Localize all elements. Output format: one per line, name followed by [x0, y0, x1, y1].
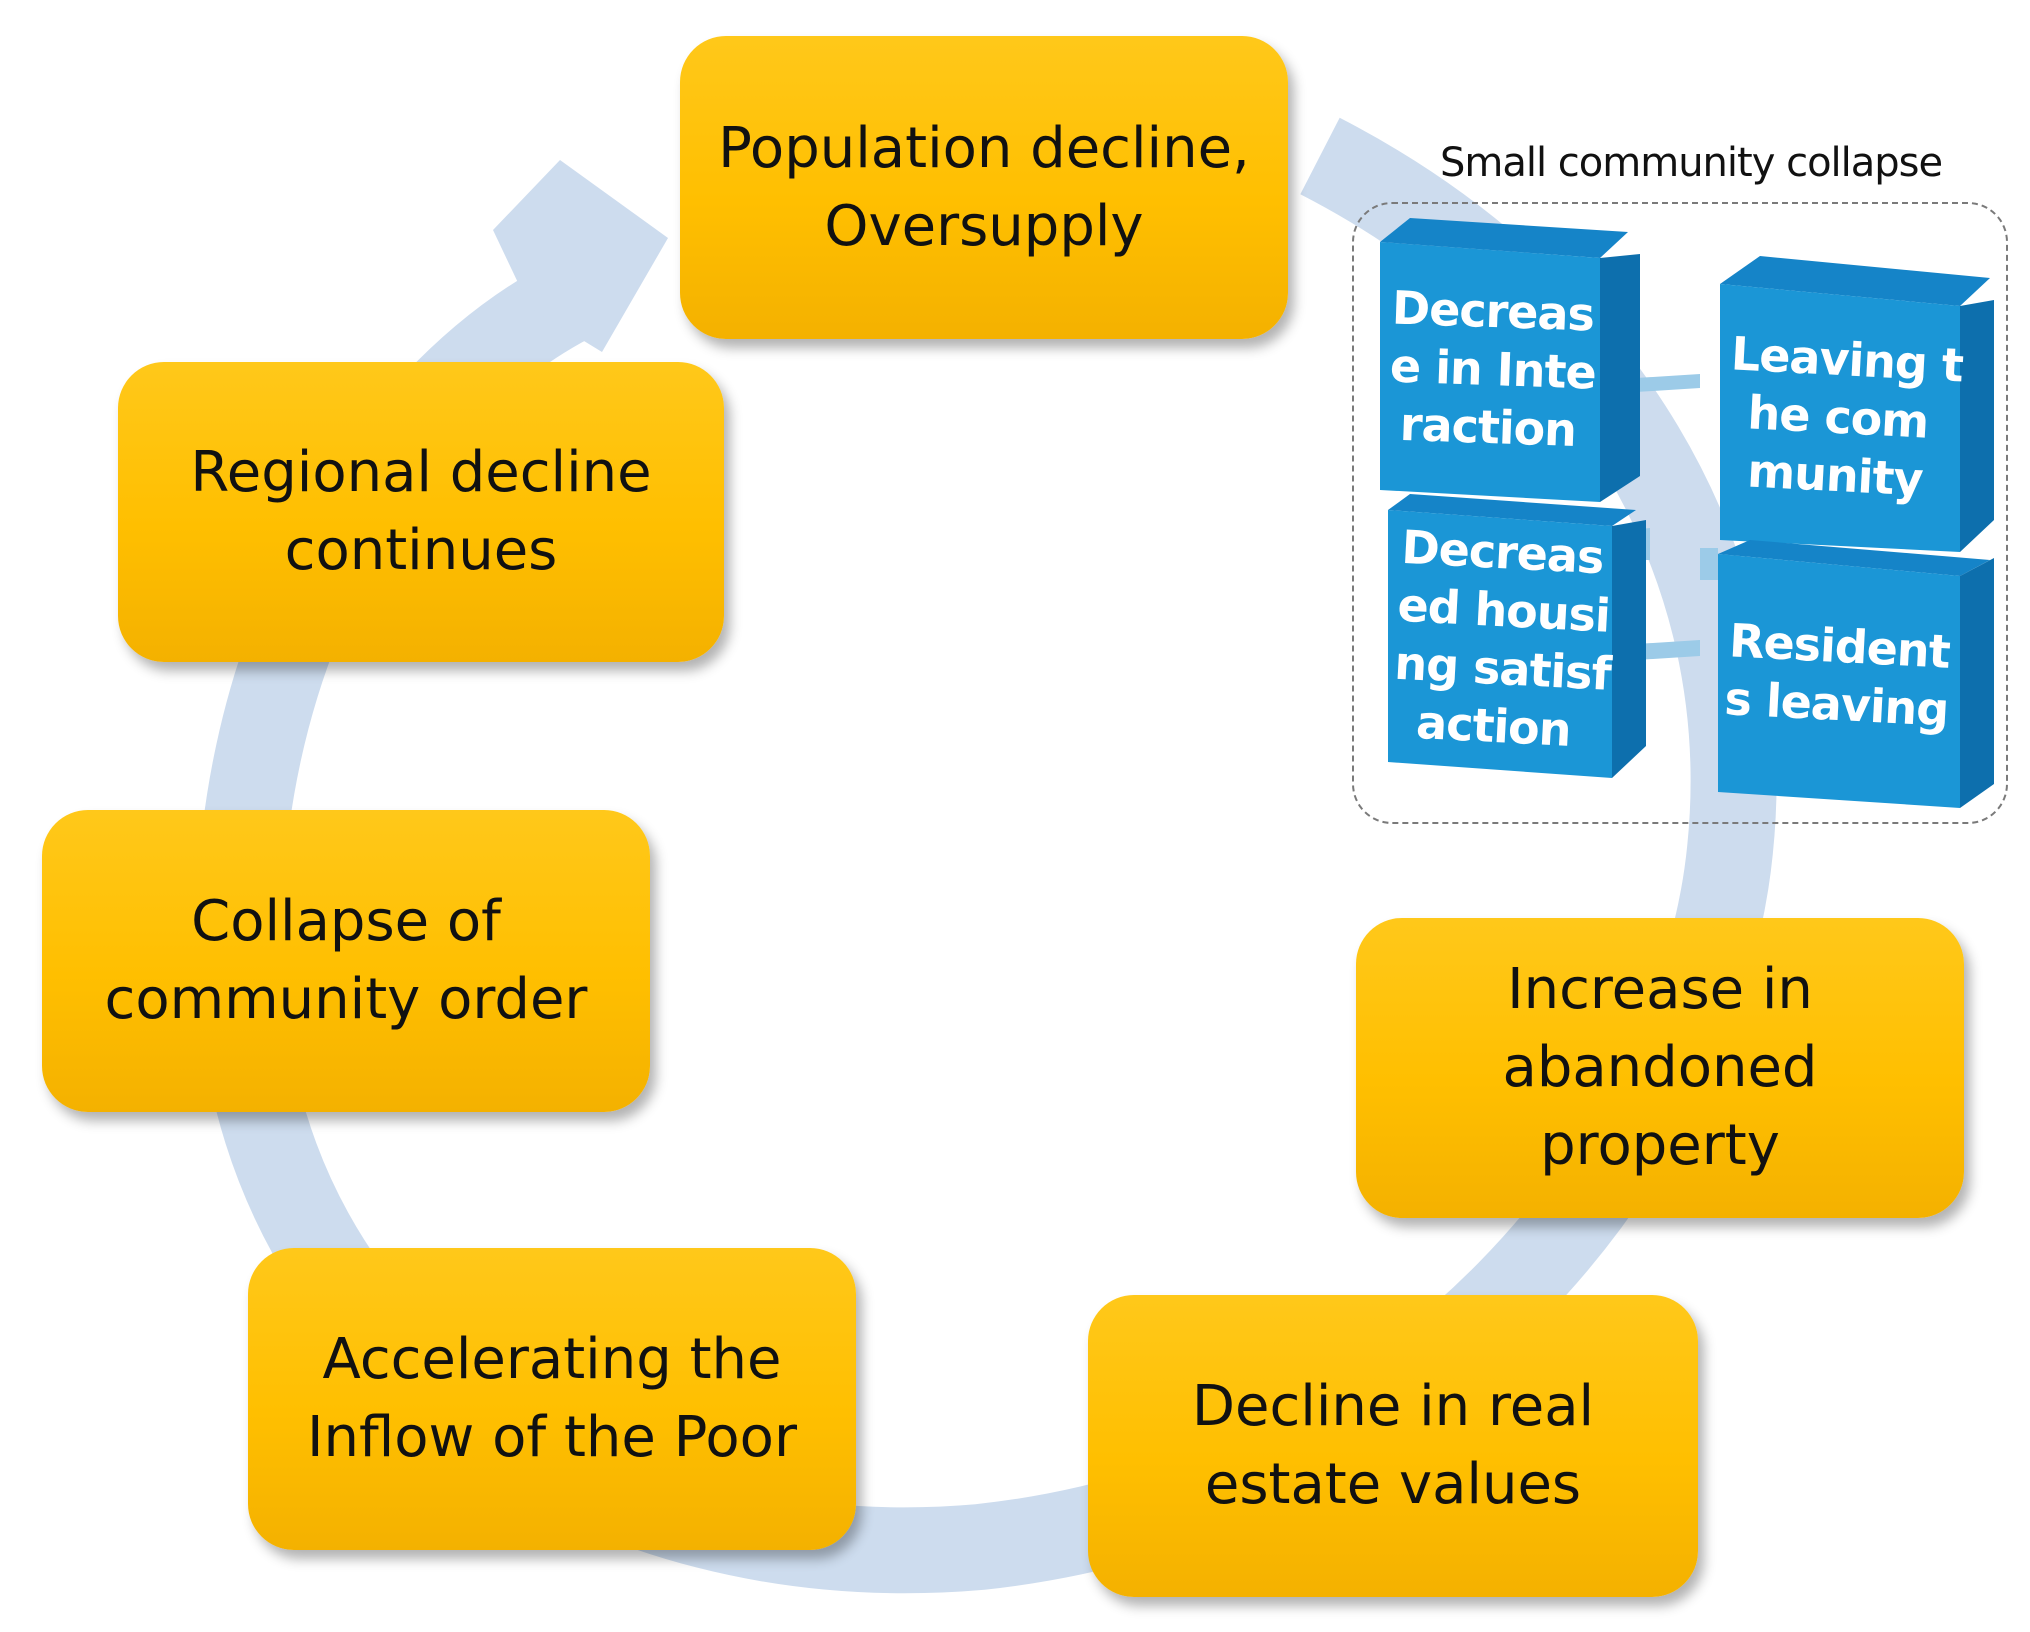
node-regional-line-2: continues [284, 518, 558, 583]
node-abandoned-line-2: abandoned property [1502, 1035, 1818, 1178]
cube-housing-side [1612, 520, 1646, 778]
cube-housing-line-4: action [1414, 694, 1572, 757]
node-abandoned-line-1: Increase in [1507, 957, 1813, 1022]
cube-leaving-top [1720, 256, 1990, 306]
node-collapse-community-order: Collapse of community order [42, 810, 650, 1112]
cube-leaving-side [1960, 300, 1994, 552]
cube-housing-line-2: ed housi [1396, 577, 1612, 643]
cube-residents-top [1718, 540, 1990, 576]
cube-connector-bottom [1636, 640, 1700, 660]
cube-residents-line-2: s leaving [1723, 671, 1950, 737]
cube-residents-label: Resident s leaving [1721, 611, 1955, 739]
cube-leaving-community [1720, 256, 1994, 552]
cube-interaction [1380, 218, 1640, 502]
node-accelerating-line-1: Accelerating the [322, 1327, 782, 1392]
cube-residents-face [1718, 554, 1960, 808]
cube-housing-label: Decreas ed housi ng satisf action [1390, 518, 1613, 760]
cube-residents [1718, 540, 1994, 808]
node-population-line-1: Population decline, [718, 115, 1250, 181]
node-regional-decline: Regional decline continues [118, 362, 724, 662]
cube-housing-top [1388, 494, 1636, 526]
node-real-estate-line-1: Decline in real [1191, 1374, 1595, 1439]
node-accelerating-inflow: Accelerating the Inflow of the Poor [248, 1248, 856, 1550]
cube-housing-line-3: ng satisf [1393, 635, 1613, 701]
cube-interaction-line-3: raction [1399, 396, 1577, 458]
cube-leaving-face [1720, 284, 1960, 552]
cube-housing [1388, 494, 1646, 778]
inset-frame [1352, 202, 2008, 824]
cube-leaving-line-3: munity [1746, 443, 1924, 507]
cube-interaction-line-1: Decreas [1391, 280, 1595, 342]
cube-leaving-community-label: Leaving t he com munity [1724, 324, 1964, 509]
cube-interaction-side [1600, 254, 1640, 502]
cube-residents-side [1960, 558, 1994, 808]
cube-connector-top [1636, 374, 1700, 392]
cube-interaction-line-2: e in Inte [1389, 338, 1597, 400]
node-collapse-line-2: community order [104, 967, 588, 1032]
cube-housing-line-1: Decreas [1400, 519, 1605, 585]
cycle-arrowhead [493, 160, 668, 352]
node-regional-line-1: Regional decline [190, 440, 652, 505]
cycle-arrow-track [196, 117, 1777, 1594]
node-real-estate-line-2: estate values [1204, 1452, 1582, 1517]
node-accelerating-line-2: Inflow of the Poor [307, 1405, 797, 1470]
cube-interaction-top [1380, 218, 1628, 258]
cube-interaction-label: Decreas e in Inte raction [1387, 279, 1597, 460]
node-population-line-2: Oversupply [824, 193, 1144, 259]
node-collapse-line-1: Collapse of [191, 889, 501, 954]
cube-connector-right [1700, 548, 1718, 580]
cube-housing-face [1388, 510, 1612, 778]
node-population-decline: Population decline, Oversupply [680, 36, 1288, 339]
node-abandoned-property: Increase in abandoned property [1356, 918, 1964, 1218]
node-real-estate-decline: Decline in real estate values [1088, 1295, 1698, 1597]
inset-title: Small community collapse [1440, 140, 1943, 186]
cube-interaction-face [1380, 242, 1600, 502]
